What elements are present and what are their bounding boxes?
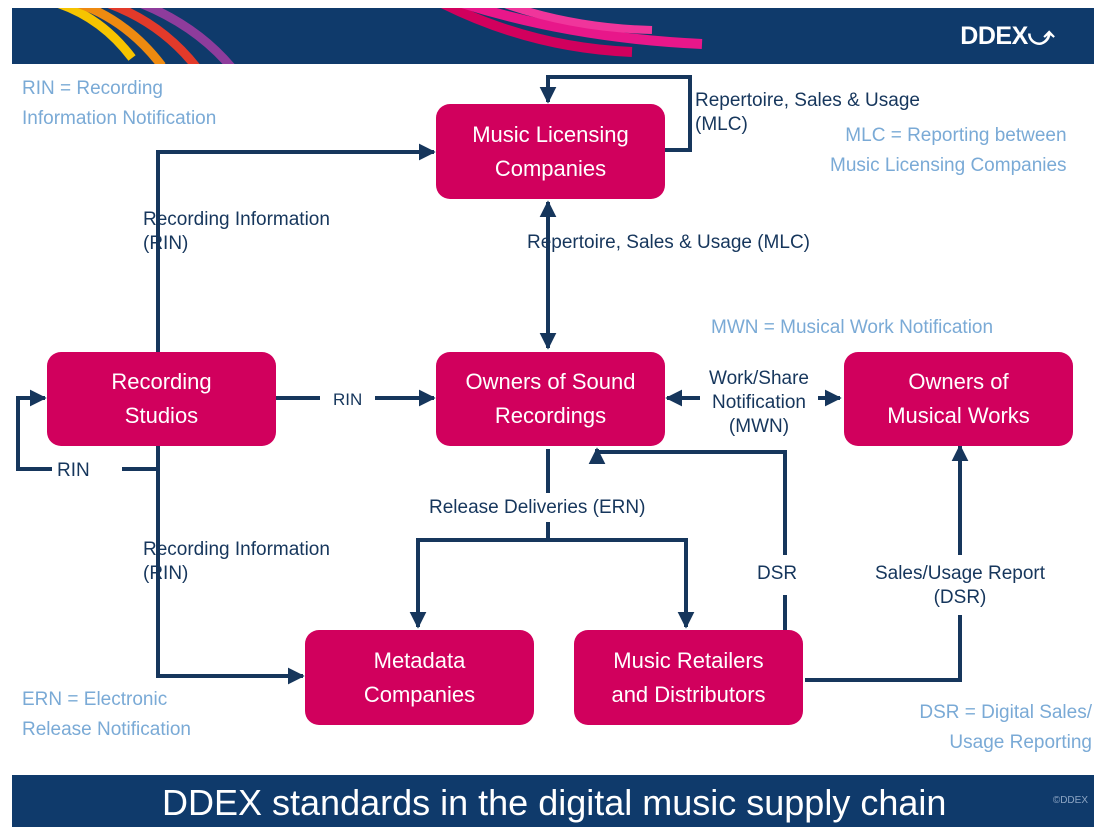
header-banner: DDEX⤻ bbox=[12, 8, 1094, 64]
logo-swirl-icon: ⤻ bbox=[1027, 22, 1055, 50]
legend-mwn: MWN = Musical Work Notification bbox=[711, 317, 994, 338]
arrow-studios-to-mlc bbox=[156, 143, 436, 352]
edge-label-dsr: DSR bbox=[757, 563, 798, 584]
edge-label-rin-loop: RIN bbox=[57, 460, 90, 481]
slide-title: DDEX standards in the digital music supp… bbox=[162, 782, 947, 823]
edge-label-ern: Release Deliveries (ERN) bbox=[429, 497, 646, 518]
edge-label-rin-bottom: Recording Information (RIN) bbox=[143, 539, 330, 584]
node-metadata-companies: Metadata Companies bbox=[305, 630, 534, 725]
copyright-notice: ©DDEX bbox=[1052, 795, 1088, 806]
edge-label-mwn: Work/Share Notification (MWN) bbox=[709, 368, 809, 437]
arrow-sales-usage-report bbox=[805, 615, 962, 682]
arrow-studios-to-metadata bbox=[156, 469, 305, 685]
legend-rin: RIN = Recording Information Notification bbox=[22, 78, 217, 129]
ddex-logo: DDEX⤻ bbox=[960, 22, 1055, 50]
node-recording-studios: Recording Studios bbox=[47, 352, 276, 446]
node-owners-of-musical-works: Owners of Musical Works bbox=[844, 352, 1073, 446]
legend-ern: ERN = Electronic Release Notification bbox=[22, 689, 191, 740]
decorative-swoosh-graphic bbox=[57, 8, 703, 64]
edge-label-rin-mid: RIN bbox=[333, 390, 363, 409]
edge-label-rin-top: Recording Information (RIN) bbox=[143, 209, 330, 254]
edge-label-mlc-loop: Repertoire, Sales & Usage (MLC) bbox=[695, 90, 920, 135]
legend-dsr: DSR = Digital Sales/ Usage Reporting bbox=[919, 702, 1092, 753]
edge-label-sales-usage-report: Sales/Usage Report (DSR) bbox=[874, 563, 1046, 608]
node-music-licensing-companies: Music Licensing Companies bbox=[436, 104, 665, 199]
node-owners-of-sound-recordings: Owners of Sound Recordings bbox=[436, 352, 665, 446]
footer-banner: DDEX standards in the digital music supp… bbox=[12, 775, 1094, 827]
arrow-studios-self-loop bbox=[122, 446, 160, 471]
node-music-retailers-distributors: Music Retailers and Distributors bbox=[574, 630, 803, 725]
legend-mlc: MLC = Reporting between Music Licensing … bbox=[830, 125, 1067, 176]
edge-label-mlc-vertical: Repertoire, Sales & Usage (MLC) bbox=[527, 232, 810, 253]
arrow-mlc-self-loop bbox=[539, 75, 692, 152]
